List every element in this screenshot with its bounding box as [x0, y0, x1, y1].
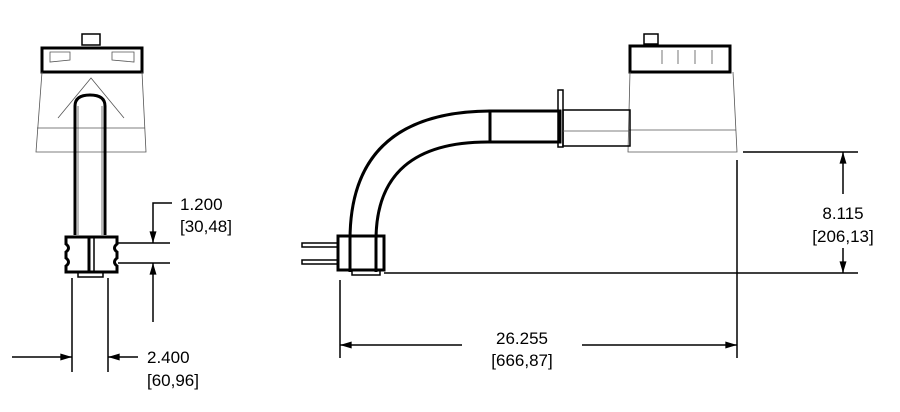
clamp-width-metric: [60,96] — [147, 371, 199, 390]
arm-length-metric: [666,87] — [491, 351, 552, 370]
front-view-fixture — [35, 33, 147, 278]
side-arm-tube — [348, 89, 631, 272]
clamp-width-value: 2.400 — [147, 348, 190, 367]
front-housing — [35, 33, 147, 153]
arm-length-value: 26.255 — [496, 329, 548, 348]
front-arm-tube — [73, 93, 107, 235]
dimension-arm-length: 26.255 [666,87] — [339, 160, 738, 370]
drop-height-metric: [206,13] — [812, 227, 873, 246]
dimension-drop-height: 8.115 [206,13] — [384, 151, 874, 274]
side-housing — [627, 33, 738, 153]
dimension-clamp-width: 2.400 [60,96] — [12, 278, 199, 390]
front-clamp — [64, 235, 119, 278]
clamp-height-value: 1.200 — [180, 195, 223, 214]
drop-height-value: 8.115 — [822, 204, 863, 223]
dimension-clamp-height: 1.200 [30,48] — [118, 195, 232, 322]
clamp-height-metric: [30,48] — [180, 217, 232, 236]
side-view-fixture — [301, 33, 738, 276]
side-clamp — [301, 234, 386, 276]
